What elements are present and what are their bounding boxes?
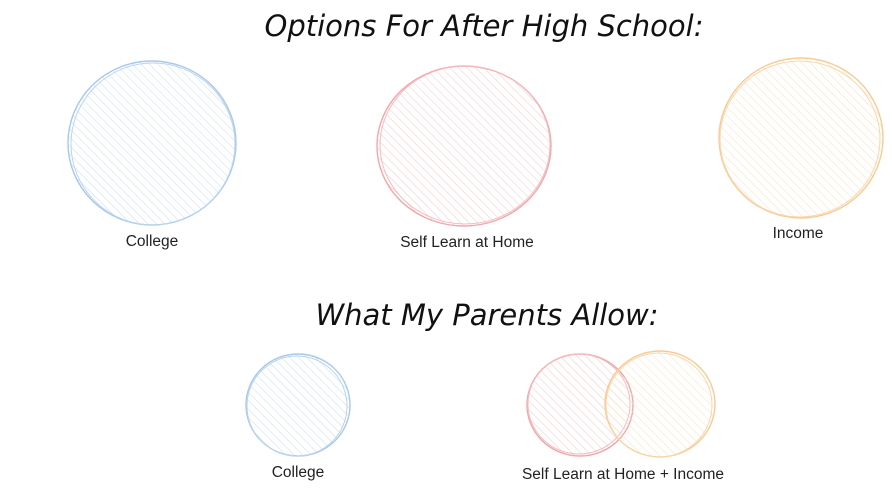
income-circle-bottom [604, 350, 716, 458]
college-label-top: College [126, 233, 179, 250]
income-circle-top [718, 57, 884, 219]
heading-parents-allow: What My Parents Allow: [315, 298, 658, 332]
self-learn-income-label-bottom: Self Learn at Home + Income [522, 466, 724, 483]
college-label-bottom: College [272, 464, 325, 481]
college-circle-bottom [245, 353, 351, 457]
income-label-top: Income [773, 225, 824, 242]
heading-options: Options For After High School: [265, 9, 704, 43]
self-learn-circle-top [376, 65, 552, 227]
self-learn-label-top: Self Learn at Home [400, 234, 534, 251]
college-circle-top [67, 60, 237, 226]
